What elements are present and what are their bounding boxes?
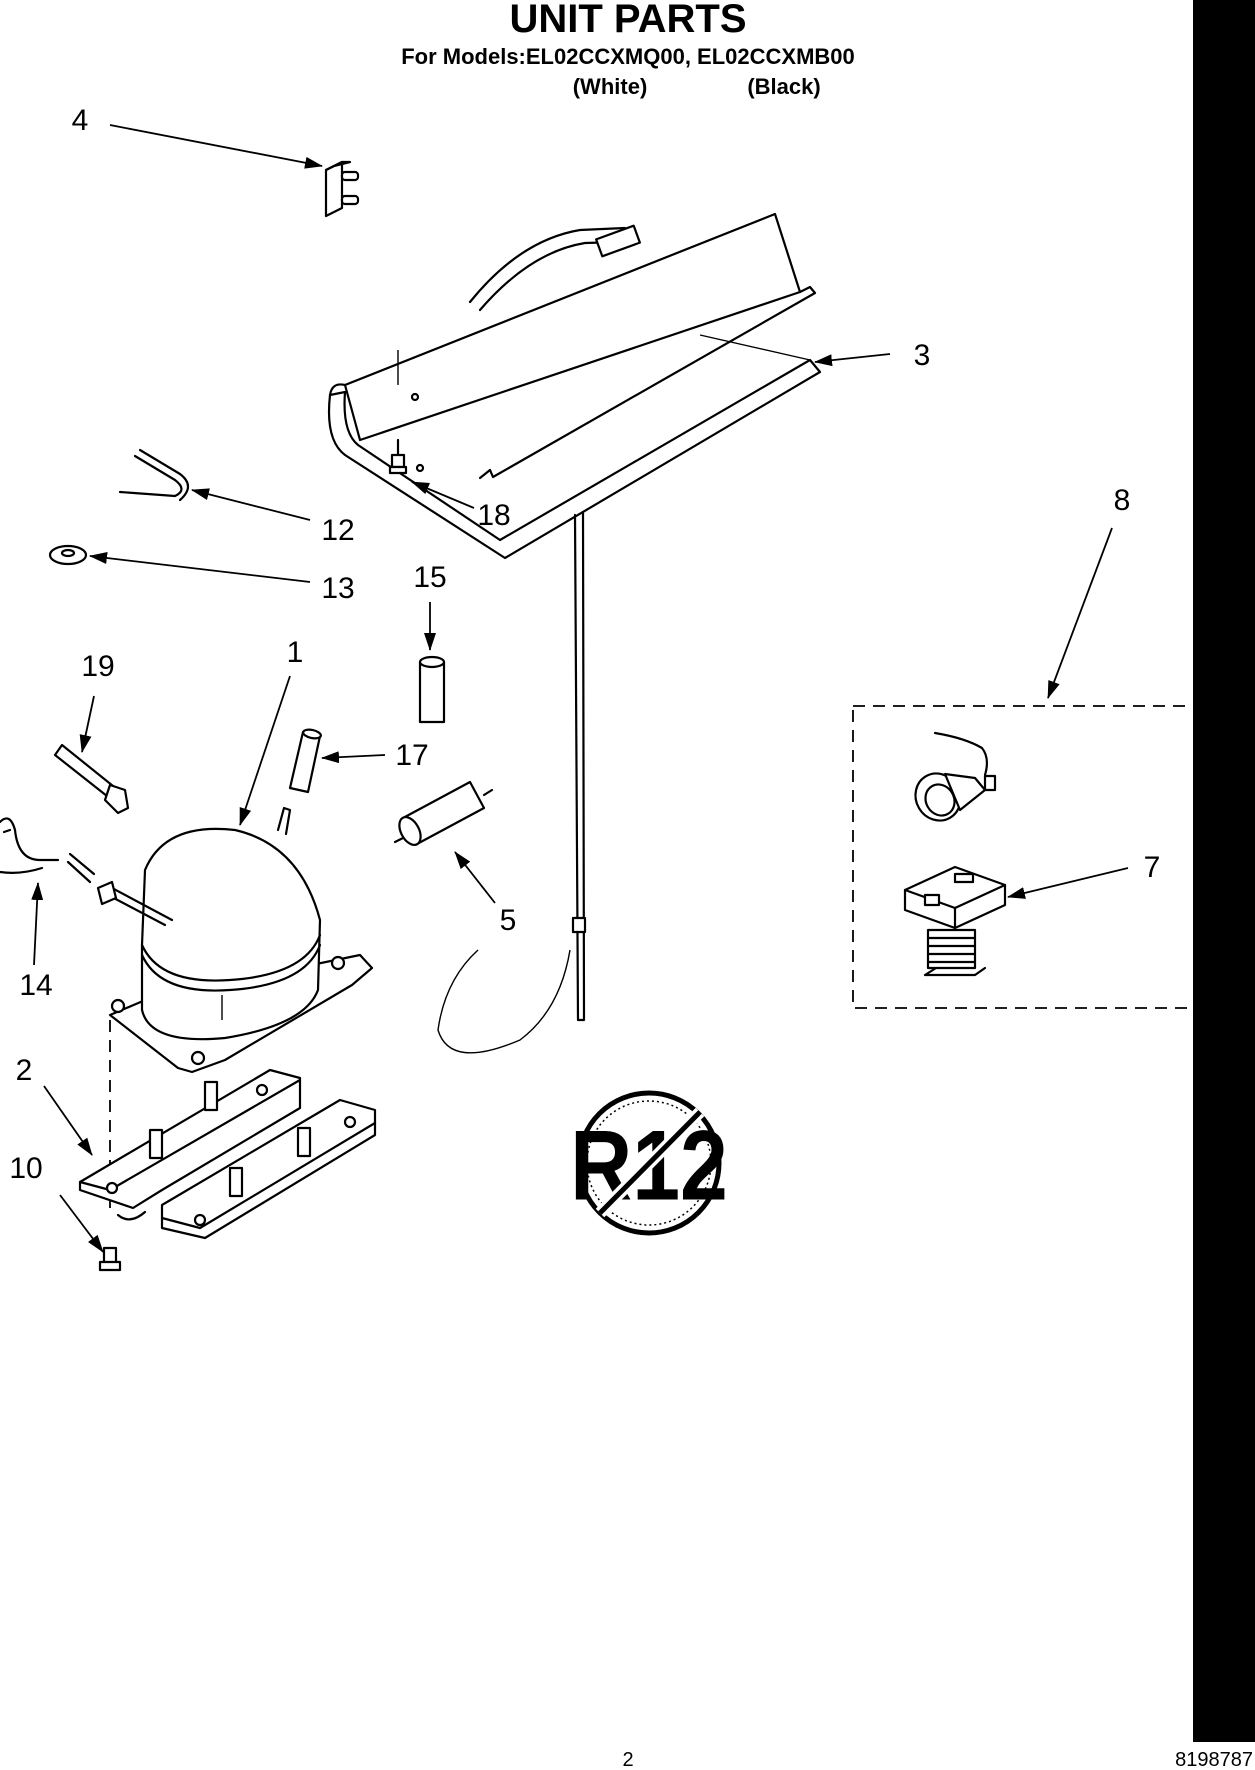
part-19-tube [53, 743, 130, 815]
part-13-grommet [48, 544, 88, 566]
models-subtitle: For Models:EL02CCXMQ00, EL02CCXMB00 [401, 44, 855, 69]
part-1-compressor [96, 806, 374, 1208]
leader-7 [1007, 867, 1129, 899]
callout-7: 7 [1144, 851, 1161, 884]
variant-white: (White) [573, 74, 648, 99]
part-10-screw [98, 1246, 122, 1272]
callout-5: 5 [500, 904, 517, 937]
leader-12 [191, 488, 311, 521]
leader-13 [89, 552, 311, 583]
leader-18 [411, 481, 475, 509]
callout-17: 17 [395, 739, 428, 772]
leader-10 [59, 1194, 104, 1253]
leader-8 [1047, 527, 1113, 699]
document-number: 8198787 [1175, 1749, 1253, 1770]
part-8-overload [914, 731, 997, 822]
callout-3: 3 [914, 339, 931, 372]
page-number: 2 [622, 1749, 633, 1770]
part-7-relay [903, 865, 1007, 977]
leader-2 [43, 1085, 93, 1156]
leader-1 [239, 675, 291, 826]
part-15-sleeve [418, 655, 446, 724]
part-18-screw [388, 438, 408, 475]
no-r12-symbol: R12 [570, 1090, 728, 1236]
leader-4 [109, 124, 323, 169]
callout-13: 13 [321, 572, 354, 605]
callout-1: 1 [287, 636, 304, 669]
part-12-clip [118, 448, 190, 502]
part-3-evaporator [327, 212, 822, 1022]
callout-8: 8 [1114, 484, 1131, 517]
part-8-group-box [852, 705, 1210, 1009]
page-edge-bar [1193, 0, 1255, 1742]
callout-19: 19 [81, 650, 114, 683]
callout-12: 12 [321, 514, 354, 547]
leader-19 [79, 695, 95, 753]
part-17-tube [288, 728, 322, 794]
callout-15: 15 [413, 561, 446, 594]
page-title: UNIT PARTS [509, 0, 746, 41]
variant-black: (Black) [747, 74, 820, 99]
part-14-line [0, 817, 96, 884]
part-4-clip [324, 160, 360, 218]
callout-4: 4 [72, 104, 89, 137]
leader-14 [31, 882, 44, 966]
leader-17 [321, 751, 386, 764]
callout-10: 10 [9, 1152, 42, 1185]
part-2-bracket [78, 1068, 377, 1240]
part-5-drier [393, 780, 571, 1054]
leader-5 [454, 851, 496, 904]
callout-14: 14 [19, 969, 52, 1002]
callout-2: 2 [16, 1054, 33, 1087]
callout-18: 18 [477, 499, 510, 532]
leader-3 [814, 353, 891, 367]
